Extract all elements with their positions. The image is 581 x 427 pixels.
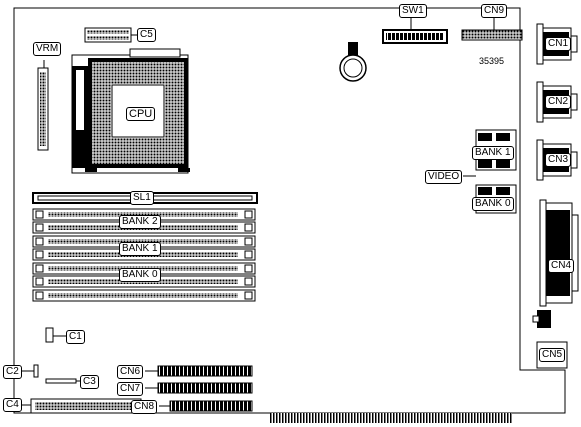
c4-header [30,398,142,414]
c1-capacitor [45,327,54,343]
c2-capacitor [33,364,39,378]
video-bank1-label: BANK 1 [472,146,514,160]
cn8-label: CN8 [131,400,158,414]
c4-label: C4 [3,398,22,412]
vrm-module [37,67,49,151]
vrm-label: VRM [33,42,62,56]
cn4-label: CN4 [548,259,575,273]
dimm-bank2-label: BANK 2 [119,215,161,229]
amp-label: AMP [57,135,66,153]
cn9-header [461,29,523,41]
battery [339,42,367,82]
c1-label: C1 [66,330,85,344]
cn2-label: CN2 [545,95,572,109]
edge-connector [270,413,512,423]
audio-jack [532,310,551,328]
c5-label: C5 [137,28,156,42]
dimm-bank-0b-slot [32,289,256,302]
cn9-label: CN9 [481,4,508,18]
cn7-label: CN7 [117,382,144,396]
dimm-bank0-label: BANK 0 [119,268,161,282]
cn5-label: CN5 [539,348,566,362]
cn6-label: CN6 [117,365,144,379]
video-label: VIDEO [425,170,463,184]
cpu-label: CPU [126,107,156,121]
c5-header [84,27,132,43]
cn4-connector [539,199,579,307]
sw1-label: SW1 [399,4,427,18]
c2-label: C2 [3,365,22,379]
cn8-slot [169,400,253,412]
cn1-label: CN1 [545,37,572,51]
cn3-label: CN3 [545,153,572,167]
video-bank0-label: BANK 0 [472,197,514,211]
cn7-slot [157,382,253,394]
c3-capacitor [45,378,77,384]
c3-label: C3 [80,375,99,389]
cn6-slot [157,365,253,377]
dimm-bank1-label: BANK 1 [119,242,161,256]
part-number: 35395 [479,56,505,66]
sl1-label: SL1 [130,191,154,205]
sw1-switch [382,29,448,44]
